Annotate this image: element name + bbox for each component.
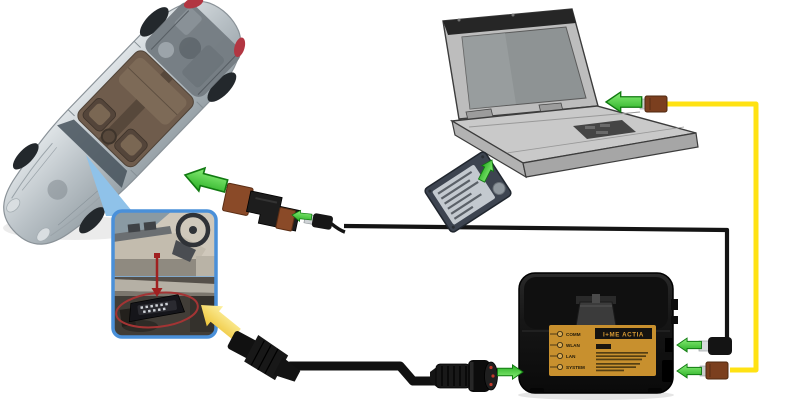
car-wheels [12,7,237,234]
led-wlan-label: WLAN [566,343,580,348]
lan-plug-device [699,361,729,380]
device-side-nub2 [671,316,678,324]
laptop [442,8,699,179]
main-cable-round-connector [430,360,498,392]
led-lan: LAN [550,352,576,359]
inset-obd-photo [113,277,216,337]
car-front-details [6,142,105,242]
device-label: I+ME ACTIA COMM WLAN [549,325,656,376]
icom-device: I+ME ACTIA COMM WLAN [518,272,678,394]
led-wlan: WLAN [550,341,580,348]
lan-plug-laptop [639,95,668,113]
car-cockpit [77,50,194,168]
device-brand-text: I+ME ACTIA [603,332,644,339]
inset-frame [111,209,218,339]
label-fineprint-lines [596,352,648,372]
car-engine-bay [145,2,241,97]
callout-wedge [86,155,136,216]
inset-dashboard-photo [113,211,216,277]
cable-obd-to-main-connector [285,361,445,386]
car-door-seams [67,40,204,177]
device-led-panel: COMM WLAN LAN SYSTEM [550,330,585,370]
dashboard-inset [111,209,218,339]
obd2-plug [227,331,301,382]
device-side-nub [671,299,678,310]
yellow-arrow-to-obd-port-icon [201,305,241,340]
led-comm: COMM [550,330,581,337]
cable-lan-yellow [667,101,759,373]
led-system: SYSTEM [550,363,585,370]
hdd [424,151,512,233]
car-windshield [57,119,128,188]
device-lan-port [662,360,673,382]
laptop-front-face [522,132,699,178]
laptop-keypad [573,120,636,139]
red-arrow-dash-to-port [151,253,163,297]
device-usb-port [665,338,673,352]
led-lan-label: LAN [566,354,576,359]
green-arrow-into-device-lan-icon [676,363,702,379]
usb-plug [698,337,732,355]
cable-adapter-to-usb [343,223,730,341]
led-system-label: SYSTEM [566,365,585,370]
obd-adapter [222,182,301,232]
car-cutaway [3,0,246,245]
car-tail-lights [183,0,246,57]
led-comm-label: COMM [566,332,581,337]
green-arrow-to-car-icon [181,162,230,199]
green-arrow-into-device-usb-icon [676,337,702,353]
green-arrow-into-laptop-icon [605,91,643,113]
